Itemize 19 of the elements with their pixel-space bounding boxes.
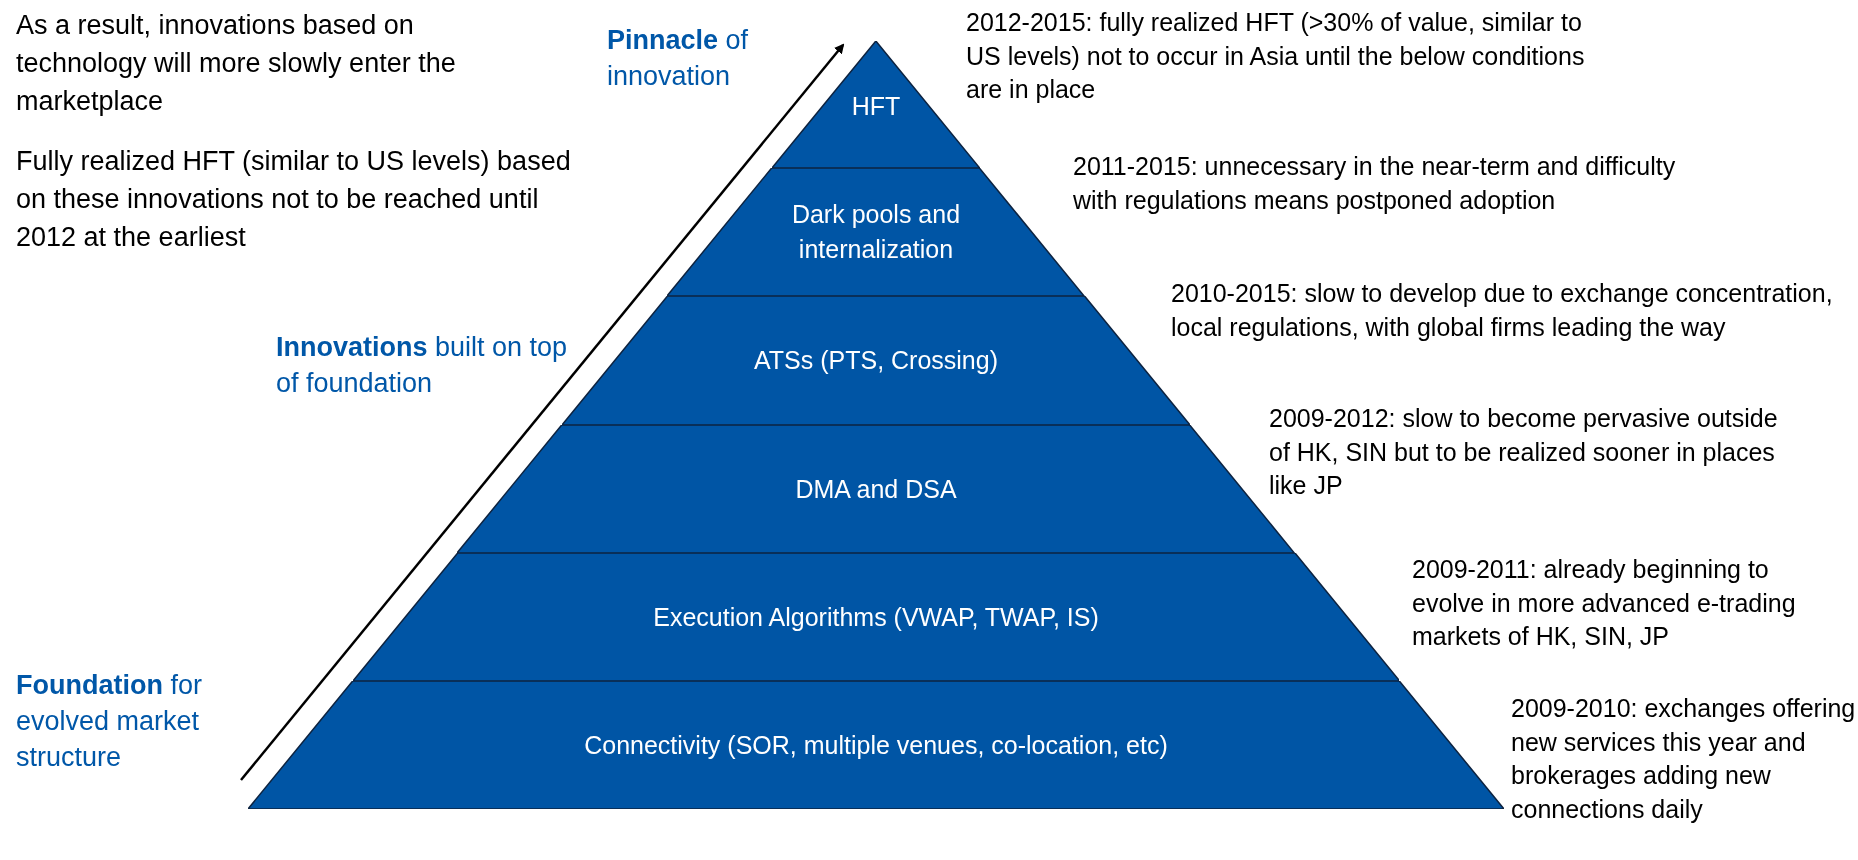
pyramid-tier — [248, 681, 1504, 809]
timeline-note: 2012-2015: fully realized HFT (>30% of value, similar to US levels) not to occur in Asia until the below conditions are in place — [966, 7, 1586, 105]
timeline-note: 2009-2010: exchanges offering new services this year and brokerages adding new connections daily — [1511, 693, 1856, 825]
note-text: Fully realized HFT (similar to US levels) based on these innovations not to be reached until 2012 at the earliest — [16, 145, 572, 254]
level-caption: Innovations built on top of foundation — [276, 331, 569, 400]
tier-label: Connectivity (SOR, multiple venues, co-location, etc) — [584, 729, 1168, 761]
tier-label: HFT — [851, 91, 901, 122]
tier-label: Dark pools and internalization — [790, 199, 962, 265]
pyramid-tier — [352, 553, 1400, 681]
level-caption: Pinnacle of innovation — [607, 24, 750, 93]
timeline-note: 2010-2015: slow to develop due to exchange concentration, local regulations, with global firms leading the way — [1171, 278, 1834, 343]
timeline-note: 2011-2015: unnecessary in the near-term and difficulty with regulations means postponed adoption — [1073, 151, 1677, 216]
tier-label: ATSs (PTS, Crossing) — [754, 345, 998, 376]
tier-label: DMA and DSA — [795, 473, 957, 505]
timeline-note: 2009-2011: already beginning to evolve in more advanced e-trading markets of HK, SIN, JP — [1412, 554, 1797, 652]
note-text: As a result, innovations based on technology will more slowly enter the marketplace — [16, 9, 457, 118]
tier-label: Execution Algorithms (VWAP, TWAP, IS) — [653, 601, 1099, 633]
level-caption: Foundation for evolved market structure — [16, 669, 203, 774]
timeline-note: 2009-2012: slow to become pervasive outside of HK, SIN but to be realized sooner in places like JP — [1269, 403, 1779, 501]
